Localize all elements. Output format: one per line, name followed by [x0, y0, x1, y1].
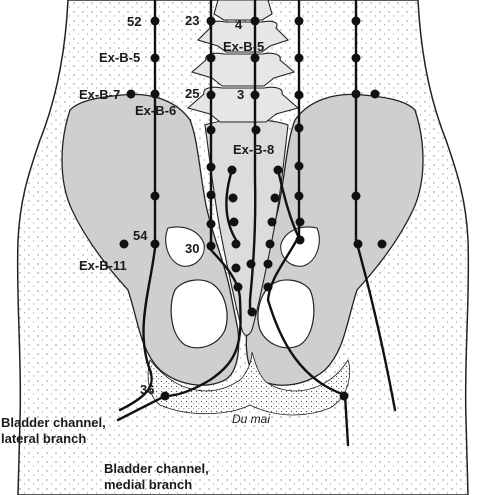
- point-ex-b-6: [151, 90, 160, 99]
- point-du-coccyx: [248, 308, 257, 317]
- point-right-sac-4: [266, 240, 275, 249]
- label-23: 23: [185, 14, 199, 27]
- point-left-sac-6: [234, 283, 243, 292]
- label-ex-b-11: Ex-B-11: [79, 259, 127, 272]
- point-36: [161, 392, 170, 401]
- point-left-med-4: [207, 126, 216, 135]
- label-du-mai: Du mai: [232, 412, 270, 426]
- point-right-med-5: [295, 162, 304, 171]
- point-52: [151, 17, 160, 26]
- caption-lateral-branch: Bladder channel, lateral branch: [1, 415, 106, 447]
- caption-medial-line2: medial branch: [104, 477, 209, 493]
- point-right-med-6: [295, 192, 304, 201]
- point-ex-b-11-left: [120, 240, 129, 249]
- label-36: 36: [140, 383, 154, 396]
- point-left-sac-3: [230, 218, 239, 227]
- point-right-med-7: [296, 218, 305, 227]
- point-ex-b-7-right: [371, 90, 380, 99]
- point-ex-b-8: [252, 126, 261, 135]
- label-ex-b-5-left: Ex-B-5: [99, 51, 140, 64]
- label-54: 54: [133, 229, 147, 242]
- point-right-lat-5: [354, 240, 363, 249]
- label-4: 4: [235, 18, 242, 31]
- label-ex-b-5-center: Ex-B-5: [223, 40, 264, 53]
- point-3: [251, 91, 260, 100]
- point-left-med-6: [207, 191, 216, 200]
- point-left-med-5: [207, 163, 216, 172]
- point-23: [207, 17, 216, 26]
- label-52: 52: [127, 15, 141, 28]
- point-25: [207, 91, 216, 100]
- point-ex-b-5-center: [251, 54, 260, 63]
- point-right-med-8: [296, 236, 305, 245]
- point-30: [207, 242, 216, 251]
- point-right-med-2: [295, 54, 304, 63]
- point-right-lat-1: [352, 17, 361, 26]
- point-left-med-7: [207, 220, 216, 229]
- point-du-upper: [295, 17, 304, 26]
- left-obturator-foramen: [171, 280, 227, 348]
- label-ex-b-6: Ex-B-6: [135, 104, 176, 117]
- label-30: 30: [185, 242, 199, 255]
- point-right-36: [340, 392, 349, 401]
- caption-lateral-line2: lateral branch: [1, 431, 106, 447]
- caption-medial-line1: Bladder channel,: [104, 461, 209, 477]
- point-left-sac-1: [228, 166, 237, 175]
- point-ex-b-11-right: [378, 240, 387, 249]
- point-left-med-2: [207, 54, 216, 63]
- point-left-sac-2: [229, 194, 238, 203]
- point-54: [151, 240, 160, 249]
- point-left-sac-4: [232, 240, 241, 249]
- point-right-sac-6: [264, 283, 273, 292]
- point-right-sac-2: [271, 194, 280, 203]
- point-du-sacral: [247, 260, 256, 269]
- point-left-lat-4: [151, 192, 160, 201]
- point-right-med-3: [295, 91, 304, 100]
- point-4: [251, 17, 260, 26]
- point-right-lat-3: [352, 90, 361, 99]
- point-ex-b-5-left: [151, 54, 160, 63]
- point-right-sac-5: [264, 260, 273, 269]
- caption-medial-branch: Bladder channel, medial branch: [104, 461, 209, 493]
- point-ex-b-7-left: [127, 90, 136, 99]
- point-left-sac-5: [232, 264, 241, 273]
- point-right-lat-4: [352, 192, 361, 201]
- point-right-lat-2: [352, 54, 361, 63]
- label-ex-b-7: Ex-B-7: [79, 88, 120, 101]
- point-right-sac-1: [274, 166, 283, 175]
- label-3: 3: [237, 88, 244, 101]
- label-25: 25: [185, 87, 199, 100]
- caption-lateral-line1: Bladder channel,: [1, 415, 106, 431]
- point-right-sac-3: [268, 218, 277, 227]
- label-ex-b-8: Ex-B-8: [233, 143, 274, 156]
- point-right-med-4: [295, 124, 304, 133]
